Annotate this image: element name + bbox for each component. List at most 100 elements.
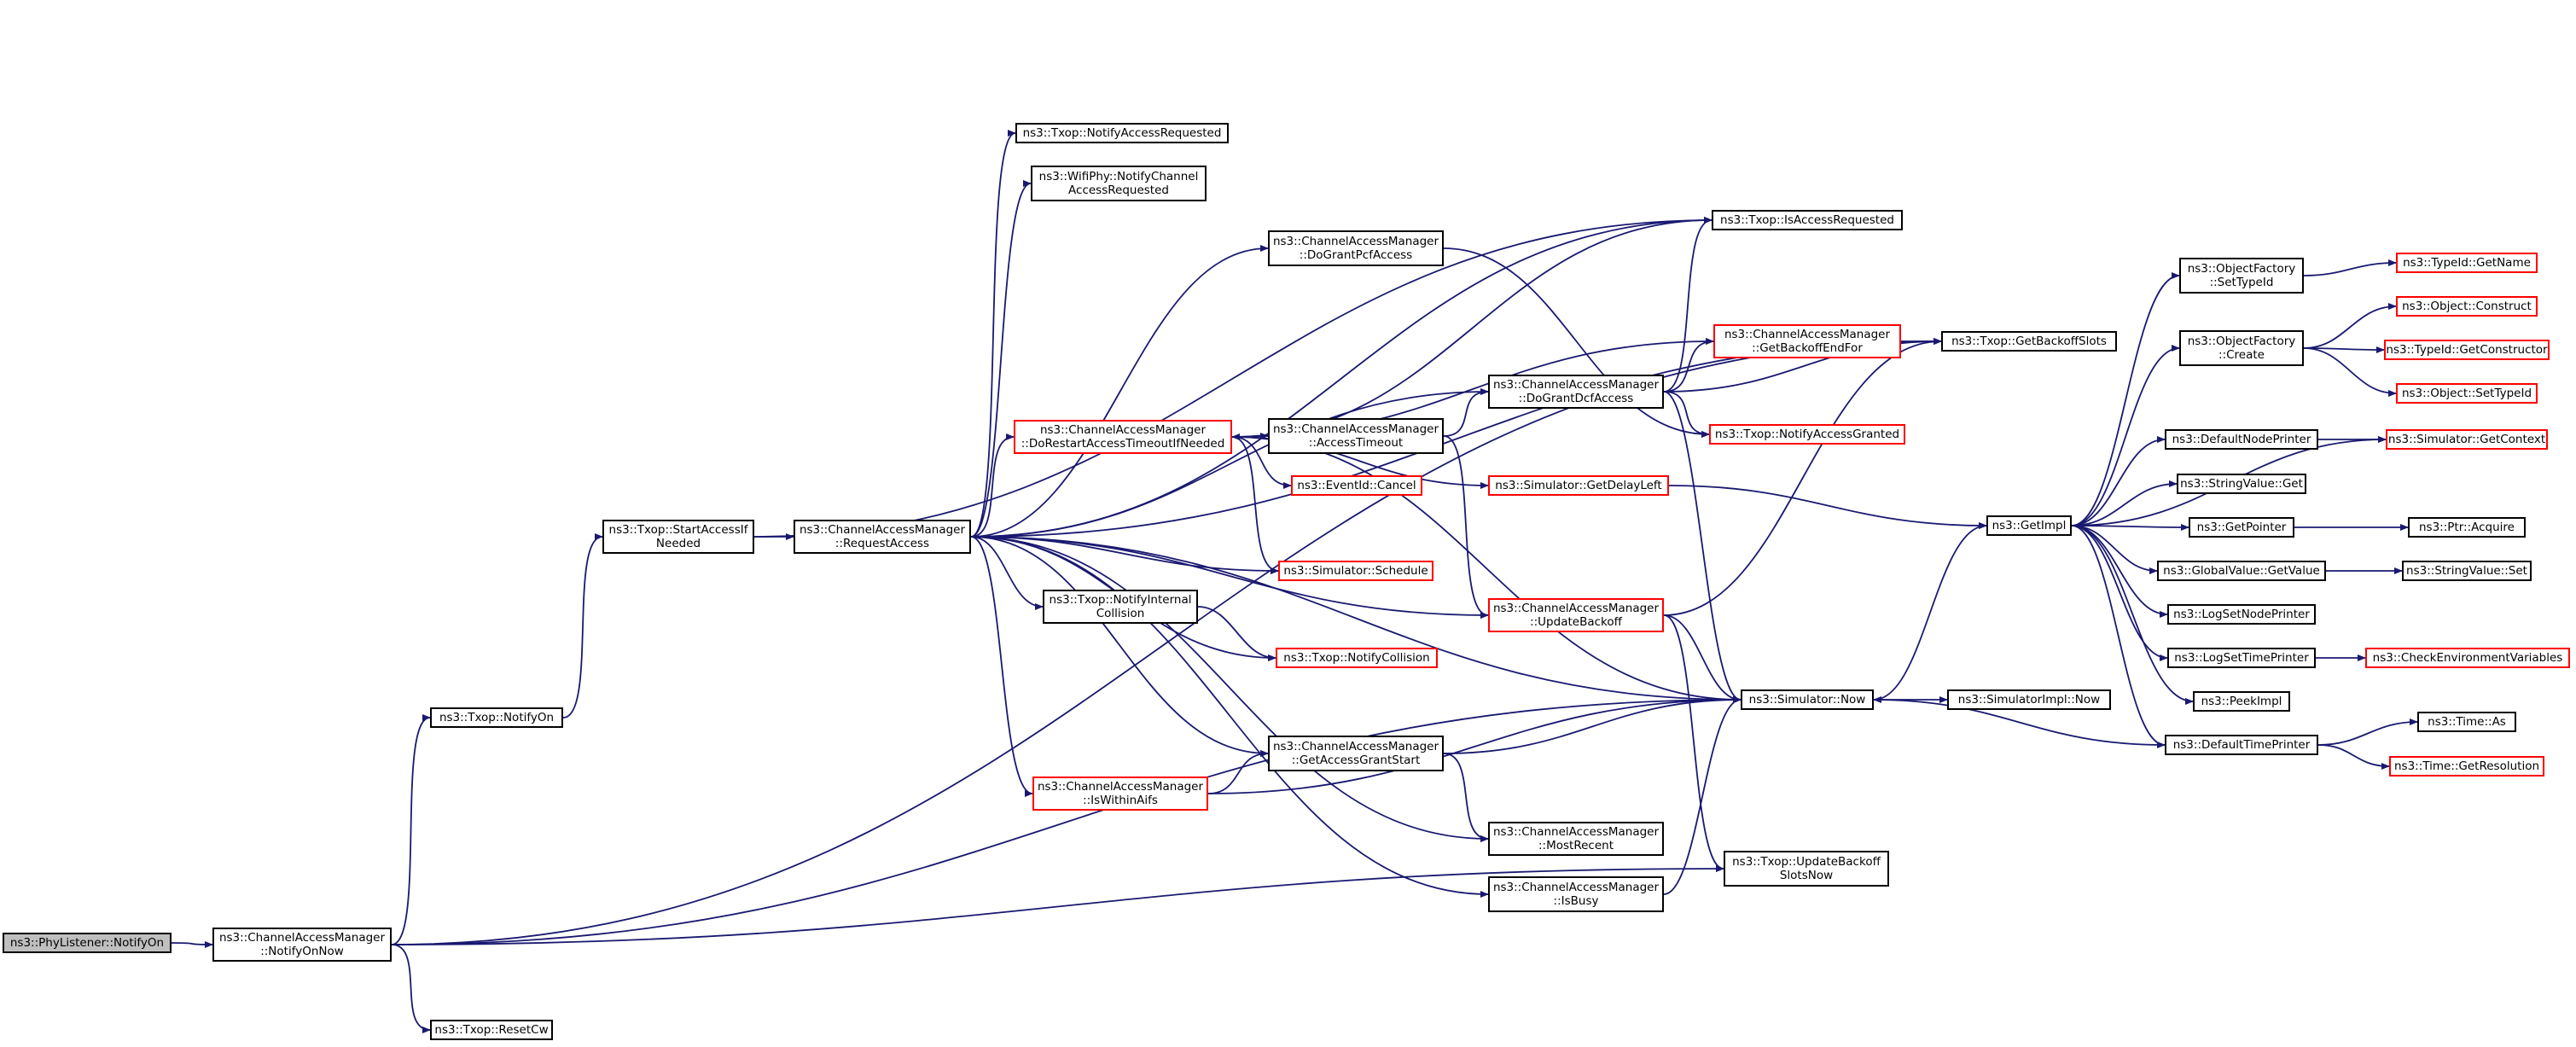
edge-cam-accesstimeout-to-cam-dograntdcfaccess bbox=[1443, 388, 1489, 437]
edge-getimpl-to-objectfactory-settypeid bbox=[2071, 272, 2180, 526]
node-stringvalue-get[interactable]: ns3::StringValue::Get bbox=[2177, 474, 2306, 494]
node-defaultnodeprinter[interactable]: ns3::DefaultNodePrinter bbox=[2165, 429, 2318, 450]
edge-cam-requestaccess-to-cam-getaccessgrantstart bbox=[970, 536, 1269, 757]
edge-cam-requestaccess-to-simulator-now bbox=[970, 536, 1742, 703]
node-simulator-now[interactable]: ns3::Simulator::Now bbox=[1741, 689, 1874, 710]
node-txop-notifyon[interactable]: ns3::Txop::NotifyOn bbox=[430, 707, 563, 728]
edge-getimpl-to-logsettimeprinter bbox=[2071, 525, 2168, 661]
edge-phylistener-notifyon-to-cam-notifyonnow bbox=[171, 940, 213, 948]
edge-cam-isbusy-to-simulator-now bbox=[1663, 696, 1742, 895]
node-cam-mostrecent[interactable]: ns3::ChannelAccessManager::MostRecent bbox=[1488, 822, 1664, 856]
node-typeid-getname[interactable]: ns3::TypeId::GetName bbox=[2396, 253, 2538, 273]
node-objectfactory-create[interactable]: ns3::ObjectFactory::Create bbox=[2179, 330, 2304, 366]
node-cam-iswithinaifs[interactable]: ns3::ChannelAccessManager::IsWithinAifs bbox=[1032, 777, 1208, 811]
edge-getimpl-to-peekimpl bbox=[2071, 525, 2194, 705]
node-simulator-getcontext[interactable]: ns3::Simulator::GetContext bbox=[2386, 429, 2548, 450]
edge-defaulttimeprinter-to-simulator-now bbox=[1873, 696, 2166, 746]
edge-cam-accesstimeout-to-cam-dorestartaccesstimeoutifneeded bbox=[1231, 433, 1269, 440]
edge-cam-updatebackoff-to-txop-getbackoffslots bbox=[1663, 338, 1942, 616]
node-time-as[interactable]: ns3::Time::As bbox=[2417, 712, 2516, 732]
node-globalvalue-getvalue[interactable]: ns3::GlobalValue::GetValue bbox=[2157, 561, 2326, 581]
edge-cam-requestaccess-to-txop-notifyaccessrequested bbox=[970, 130, 1016, 538]
edge-cam-dorestartaccesstimeoutifneeded-to-simulator-schedule bbox=[1231, 436, 1279, 574]
node-defaulttimeprinter[interactable]: ns3::DefaultTimePrinter bbox=[2165, 735, 2318, 755]
edge-defaulttimeprinter-to-time-getresolution bbox=[2317, 744, 2390, 770]
edge-objectfactory-create-to-object-settypeid bbox=[2303, 347, 2397, 397]
node-getimpl[interactable]: ns3::GetImpl bbox=[1986, 515, 2072, 536]
edge-getimpl-to-defaulttimeprinter bbox=[2071, 525, 2166, 748]
edge-cam-requestaccess-to-txop-notifyinternalcollision bbox=[970, 536, 1044, 610]
edge-cam-requestaccess-to-cam-dograntdcfaccess bbox=[970, 388, 1489, 538]
edge-cam-notifyonnow-to-txop-updatebackoffslotsnow bbox=[391, 865, 1724, 945]
node-logsetnodeprinter[interactable]: ns3::LogSetNodePrinter bbox=[2167, 604, 2316, 625]
node-simulator-getdelayleft[interactable]: ns3::Simulator::GetDelayLeft bbox=[1488, 475, 1669, 496]
node-txop-isaccessrequested[interactable]: ns3::Txop::IsAccessRequested bbox=[1712, 210, 1903, 230]
edge-cam-dograntpcfaccess-to-txop-notifyaccessgranted bbox=[1443, 247, 1710, 438]
edge-simulator-now-to-getimpl bbox=[1873, 522, 1987, 701]
edge-cam-dorestartaccesstimeoutifneeded-to-eventid-cancel bbox=[1231, 436, 1292, 489]
node-txop-notifycollision[interactable]: ns3::Txop::NotifyCollision bbox=[1276, 648, 1438, 668]
edge-cam-requestaccess-to-cam-dograntpcfaccess bbox=[970, 245, 1269, 538]
edge-cam-updatebackoff-to-simulator-now bbox=[1663, 614, 1742, 703]
edge-cam-dograntdcfaccess-to-cam-getbackoffendfor bbox=[1663, 338, 1714, 393]
node-cam-notifyonnow[interactable]: ns3::ChannelAccessManager::NotifyOnNow bbox=[212, 928, 392, 962]
node-getpointer[interactable]: ns3::GetPointer bbox=[2189, 517, 2294, 538]
node-cam-accesstimeout[interactable]: ns3::ChannelAccessManager::AccessTimeout bbox=[1268, 418, 1444, 454]
node-cam-dograntdcfaccess[interactable]: ns3::ChannelAccessManager::DoGrantDcfAcc… bbox=[1488, 375, 1664, 409]
node-objectfactory-settypeid[interactable]: ns3::ObjectFactory::SetTypeId bbox=[2179, 258, 2304, 294]
edge-cam-getaccessgrantstart-to-simulator-now bbox=[1443, 696, 1742, 754]
edge-cam-requestaccess-to-cam-isbusy bbox=[970, 536, 1489, 898]
edge-objectfactory-create-to-object-construct bbox=[2303, 303, 2397, 349]
node-txop-resetcw[interactable]: ns3::Txop::ResetCw bbox=[430, 1020, 553, 1040]
node-cam-requestaccess[interactable]: ns3::ChannelAccessManager::RequestAccess bbox=[794, 520, 971, 554]
edge-cam-notifyonnow-to-txop-resetcw bbox=[391, 944, 431, 1033]
edge-cam-dograntdcfaccess-to-txop-isaccessrequested bbox=[1663, 217, 1712, 393]
node-cam-dorestartaccesstimeoutifneeded[interactable]: ns3::ChannelAccessManager::DoRestartAcce… bbox=[1014, 420, 1232, 454]
node-peekimpl[interactable]: ns3::PeekImpl bbox=[2193, 691, 2290, 712]
edge-cam-getaccessgrantstart-to-cam-mostrecent bbox=[1443, 753, 1489, 842]
edge-cam-updatebackoff-to-txop-updatebackoffslotsnow bbox=[1663, 614, 1724, 872]
node-cam-isbusy[interactable]: ns3::ChannelAccessManager::IsBusy bbox=[1488, 876, 1664, 912]
edge-txop-notifyon-to-txop-startaccessifneeded bbox=[562, 533, 603, 718]
node-cam-dograntpcfaccess[interactable]: ns3::ChannelAccessManager::DoGrantPcfAcc… bbox=[1268, 230, 1444, 266]
edge-cam-iswithinaifs-to-cam-getaccessgrantstart bbox=[1207, 750, 1269, 794]
node-phylistener-notifyon[interactable]: ns3::PhyListener::NotifyOn bbox=[3, 933, 172, 953]
edge-getimpl-to-objectfactory-create bbox=[2071, 345, 2180, 526]
node-checkenvironmentvariables[interactable]: ns3::CheckEnvironmentVariables bbox=[2365, 648, 2570, 668]
edge-cam-requestaccess-to-cam-dorestartaccesstimeoutifneeded bbox=[970, 433, 1015, 538]
edge-cam-requestaccess-to-cam-mostrecent bbox=[970, 536, 1489, 842]
edge-objectfactory-settypeid-to-typeid-getname bbox=[2303, 259, 2397, 276]
node-simulatorimpl-now[interactable]: ns3::SimulatorImpl::Now bbox=[1947, 689, 2111, 710]
edge-cam-dograntdcfaccess-to-simulator-now bbox=[1663, 391, 1742, 703]
node-stringvalue-set[interactable]: ns3::StringValue::Set bbox=[2402, 561, 2532, 581]
edge-cam-iswithinaifs-to-simulator-now bbox=[1207, 696, 1742, 794]
node-cam-updatebackoff[interactable]: ns3::ChannelAccessManager::UpdateBackoff bbox=[1488, 598, 1664, 632]
node-eventid-cancel[interactable]: ns3::EventId::Cancel bbox=[1291, 475, 1422, 496]
edge-txop-notifyinternalcollision-to-txop-notifycollision bbox=[1197, 606, 1276, 661]
edge-getimpl-to-getpointer bbox=[2071, 523, 2189, 531]
node-simulator-schedule[interactable]: ns3::Simulator::Schedule bbox=[1278, 561, 1433, 581]
edge-txop-startaccessifneeded-to-txop-isaccessrequested bbox=[753, 217, 1712, 538]
node-txop-notifyaccessgranted[interactable]: ns3::Txop::NotifyAccessGranted bbox=[1709, 424, 1905, 445]
edge-cam-dograntdcfaccess-to-txop-notifyaccessgranted bbox=[1663, 391, 1710, 438]
node-cam-getaccessgrantstart[interactable]: ns3::ChannelAccessManager::GetAccessGran… bbox=[1268, 736, 1444, 771]
node-object-settypeid[interactable]: ns3::Object::SetTypeId bbox=[2396, 383, 2538, 404]
edge-simulator-getdelayleft-to-getimpl bbox=[1668, 485, 1987, 529]
node-txop-notifyaccessrequested[interactable]: ns3::Txop::NotifyAccessRequested bbox=[1015, 123, 1229, 143]
node-ptr-acquire[interactable]: ns3::Ptr::Acquire bbox=[2408, 517, 2526, 538]
node-object-construct[interactable]: ns3::Object::Construct bbox=[2396, 296, 2538, 317]
node-time-getresolution[interactable]: ns3::Time::GetResolution bbox=[2389, 756, 2544, 777]
node-typeid-getconstructor[interactable]: ns3::TypeId::GetConstructor bbox=[2384, 340, 2550, 360]
node-txop-getbackoffslots[interactable]: ns3::Txop::GetBackoffSlots bbox=[1941, 331, 2117, 352]
node-cam-getbackoffendfor[interactable]: ns3::ChannelAccessManager::GetBackoffEnd… bbox=[1713, 324, 1901, 358]
edge-cam-requestaccess-to-cam-iswithinaifs bbox=[970, 536, 1033, 797]
node-logsettimeprinter[interactable]: ns3::LogSetTimePrinter bbox=[2167, 648, 2316, 668]
edge-getimpl-to-defaultnodeprinter bbox=[2071, 436, 2166, 526]
edge-cam-accesstimeout-to-cam-updatebackoff bbox=[1443, 435, 1489, 619]
